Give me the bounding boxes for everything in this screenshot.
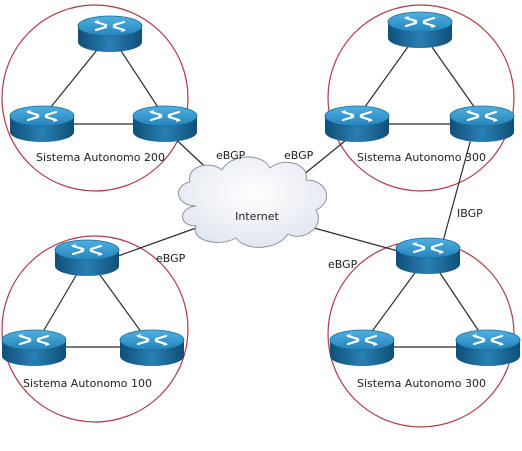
ibgp-label: IBGP [457, 207, 483, 220]
router-icon [53, 238, 121, 278]
as-300-top-label: Sistema Autonomo 300 [357, 151, 486, 164]
router-icon [8, 104, 76, 144]
router-icon [323, 104, 391, 144]
ebgp-label-as200: eBGP [216, 149, 246, 162]
as-300-bottom-label: Sistema Autonomo 300 [357, 377, 486, 390]
router-icon [118, 328, 186, 368]
router-icon [0, 328, 68, 368]
link-as100-internet [117, 227, 197, 257]
link-as300bottom-internet [313, 227, 399, 252]
as-100-label: Sistema Autonomo 100 [23, 377, 152, 390]
as-300-top-circle [327, 4, 515, 192]
router-icon [328, 328, 396, 368]
router-icon [386, 10, 454, 50]
router-icon [394, 236, 462, 276]
internet-label: Internet [235, 210, 279, 223]
router-icon [448, 104, 516, 144]
as-100-circle [1, 235, 189, 423]
internet-cloud-icon [178, 156, 327, 248]
link-as300top-as300bottom [441, 134, 473, 246]
as-200-circle [1, 4, 189, 192]
ebgp-label-as100: eBGP [156, 252, 186, 265]
ebgp-label-as300-bottom: eBGP [328, 258, 358, 271]
ebgp-label-as300-top: eBGP [284, 149, 314, 162]
as-200-label: Sistema Autonomo 200 [36, 151, 165, 164]
router-icon [454, 328, 522, 368]
router-icon [76, 14, 144, 54]
router-icon [131, 104, 199, 144]
